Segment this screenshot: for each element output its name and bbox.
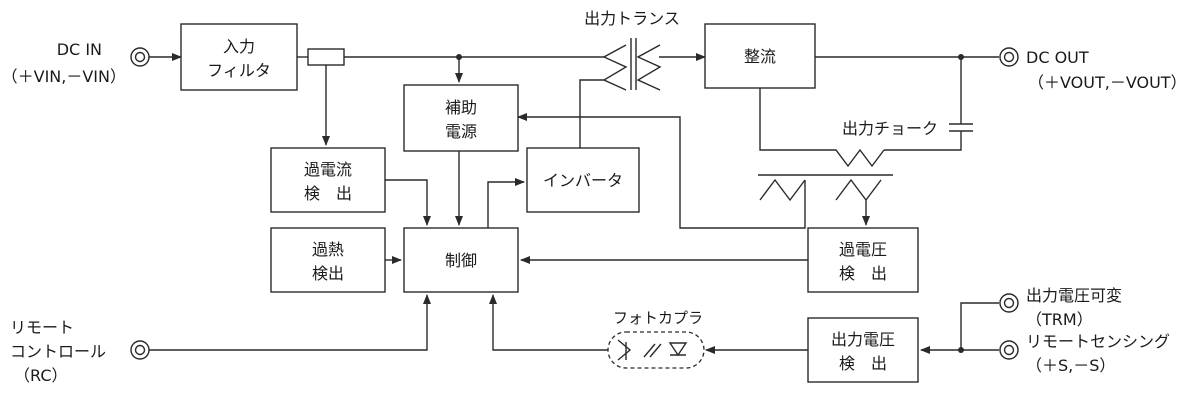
- sense-sub: （＋S,－S）: [1026, 356, 1115, 375]
- wire-rc-to-control: [149, 294, 431, 351]
- transformer-label: 出力トランス: [584, 9, 680, 28]
- output-choke: [758, 88, 893, 176]
- photocoupler-label: フォトカプラ: [613, 309, 703, 327]
- svg-text:補助: 補助: [445, 98, 477, 117]
- current-sense-resistor: [307, 48, 345, 66]
- svg-text:検出: 検出: [312, 264, 344, 283]
- trm-terminal: [999, 293, 1019, 313]
- svg-text:検 出: 検 出: [839, 264, 887, 283]
- rc-sub: （RC）: [14, 366, 68, 385]
- dc-out-sub: （＋VOUT,－VOUT）: [1028, 73, 1187, 92]
- output-transformer: [602, 38, 662, 91]
- input-filter-block: 入力 フィルタ: [180, 23, 298, 91]
- svg-text:検 出: 検 出: [839, 354, 887, 373]
- dc-in-terminal: [130, 47, 150, 67]
- photocoupler: [607, 331, 705, 369]
- sense-label: リモートセンシング: [1026, 332, 1170, 351]
- svg-text:過電圧: 過電圧: [839, 240, 887, 259]
- svg-text:過熱: 過熱: [312, 240, 344, 259]
- rc-label-2: コントロール: [10, 342, 106, 361]
- overcurrent-detect-block: 過電流 検 出: [270, 147, 386, 213]
- svg-text:入力: 入力: [223, 37, 255, 56]
- svg-text:整流: 整流: [744, 47, 776, 66]
- dc-out-label: DC OUT: [1026, 48, 1089, 67]
- overheat-detect-block: 過熱 検出: [270, 227, 386, 293]
- dc-out-terminal: [999, 47, 1019, 67]
- sense-terminal: [999, 340, 1019, 360]
- control-block: 制御: [403, 227, 519, 293]
- trm-sub: （TRM）: [1026, 310, 1093, 329]
- svg-text:出力電圧: 出力電圧: [831, 330, 895, 349]
- aux-power-block: 補助 電源: [403, 84, 519, 152]
- overvoltage-detect-block: 過電圧 検 出: [807, 227, 919, 293]
- wire-trm-sense: [960, 302, 999, 351]
- rc-label-1: リモート: [10, 318, 74, 337]
- rc-terminal: [130, 340, 150, 360]
- svg-text:フィルタ: フィルタ: [207, 61, 271, 80]
- wire-overcurrent-to-control: [385, 179, 431, 226]
- output-capacitor: [884, 57, 973, 151]
- wire-transformer-to-inverter: [579, 79, 604, 148]
- output-voltage-detect-block: 出力電圧 検 出: [807, 317, 919, 383]
- svg-text:検 出: 検 出: [304, 184, 352, 203]
- rectifier-block: 整流: [704, 23, 816, 89]
- wire-to-aux-power: [517, 113, 806, 229]
- trm-label: 出力電圧可変: [1026, 286, 1122, 305]
- overvoltage-sense-winding: [759, 178, 882, 202]
- dc-in-sub: （＋VIN,－VIN）: [2, 67, 126, 86]
- svg-text:インバータ: インバータ: [543, 171, 623, 190]
- svg-text:制御: 制御: [445, 251, 477, 270]
- dc-in-label: DC IN: [57, 40, 102, 59]
- inverter-block: インバータ: [526, 147, 640, 213]
- choke-label: 出力チョーク: [842, 119, 938, 138]
- svg-text:電源: 電源: [445, 122, 477, 141]
- wire-control-to-inverter: [487, 178, 525, 228]
- svg-text:過電流: 過電流: [304, 160, 352, 179]
- wire-photocoupler-to-control: [489, 294, 608, 351]
